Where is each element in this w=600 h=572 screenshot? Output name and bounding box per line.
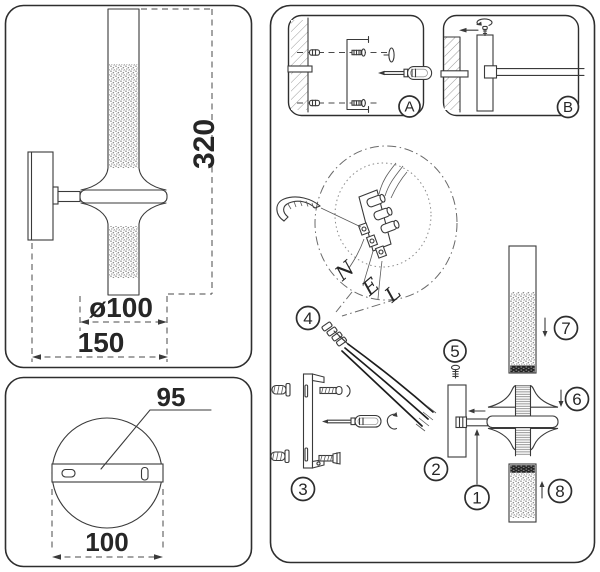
wall-hatch [291,20,308,110]
balloon-inner-circle [334,162,432,268]
part-6-label: 6 [572,390,581,409]
dimension-d100-label: ø100 [89,292,153,323]
part-4-label: 4 [303,309,312,328]
balloon-outer-circle [314,145,458,301]
dimension-95-label: 95 [157,382,186,412]
screw-icon [383,47,395,63]
arm-nut [455,416,468,429]
part-2-label: 2 [431,460,440,479]
dimension-320: 320 [141,8,221,295]
arm-socket [483,65,498,79]
step-a-badge [398,95,421,118]
terminal-block-drawing [357,189,400,259]
c-clip-icon [386,412,398,430]
part-7-badge [553,315,579,341]
hook-icon [276,196,321,222]
body-flange [486,415,559,429]
lower-tube-glass-texture [109,226,138,278]
mounting-bracket-icon [302,373,325,469]
side-view-panel-border [4,4,253,369]
part-3-label: 3 [298,480,307,499]
part-7-label: 7 [561,319,570,338]
step-b-label: B [563,99,573,116]
down-arrow-icon [558,389,564,407]
canopy-top-view-drawing [51,417,164,529]
part-3-badge [290,476,316,502]
rotate-arrow-icon [476,18,493,26]
dimension-95: 95 [100,382,212,470]
down-arrow-icon [542,317,548,337]
part-5-badge [443,339,467,363]
slide-left-arrow-icon [459,27,479,33]
screwdriver-icon [322,414,382,428]
upper-tube-thread-band [510,365,535,373]
mounting-bar [51,463,164,483]
screw-mark-icon [351,48,366,108]
part-8-badge [547,478,573,504]
dimension-100-label: 100 [85,527,128,557]
side-view-panel: 320 ø100 150 [4,4,253,369]
lamp-wires [341,343,437,432]
screwdriver-icon [378,66,433,80]
lamp-center-disc [79,189,168,204]
part-6-group: 6 [486,385,590,457]
step-b-panel: B [440,14,585,119]
anchor-mark-icon [308,49,321,107]
part-8-group: 8 [508,463,573,523]
insert-arrow-icon [468,408,486,414]
arm-rod [465,418,489,427]
connector-icon [321,321,350,347]
up-arrow-icon [539,481,545,499]
step-a-label: A [404,99,414,116]
upper-tube-glass-texture [109,64,138,168]
lamp-arm-rod [495,68,585,76]
locking-screw-icon [482,25,488,37]
wall-ledge [287,65,313,73]
part-8-label: 8 [555,482,564,501]
lower-tube-texture [510,473,535,518]
wall-plate [27,151,54,241]
part-2-badge [423,456,449,482]
grub-screw-icon [450,364,461,379]
top-view-panel: 95 100 [4,376,253,568]
part-3-group: 3 [270,373,398,502]
mounting-slot-right [140,466,149,481]
upper-tube-texture [510,292,535,366]
part-6-badge [564,386,590,412]
dimension-320-label: 320 [188,119,221,169]
arm-joint [52,186,59,205]
bracket-profile [346,35,370,114]
balloon-tail [335,291,398,317]
part-1-group: 1 [455,416,490,511]
dimension-150: 150 [31,243,168,362]
part-1-badge [464,484,490,511]
arm [57,190,81,203]
part-4-group: 4 [295,305,437,432]
step-b-badge [556,95,580,119]
mounting-slot-left [61,468,76,478]
wall-ledge [440,70,469,78]
wall-anchor-icon [270,382,291,464]
pan-screw-icon [319,384,351,398]
threaded-neck-top [515,385,531,416]
threaded-neck-bottom [515,428,531,456]
part-5-label: 5 [450,342,459,361]
dimension-150-label: 150 [78,327,125,358]
dimension-100: 100 [51,489,164,560]
part-4-badge [295,305,321,331]
wall-lamp-side-drawing [27,8,168,296]
part-1-label: 1 [472,489,481,508]
lower-tube-thread-band [510,465,535,473]
assembly-panel: A B [269,4,596,564]
step-a-panel: A [287,14,433,118]
part-5-group: 5 [443,339,467,379]
part-7-group: 7 [508,245,579,374]
dimension-d100: ø100 [79,292,168,362]
flat-screw-icon [318,451,341,465]
